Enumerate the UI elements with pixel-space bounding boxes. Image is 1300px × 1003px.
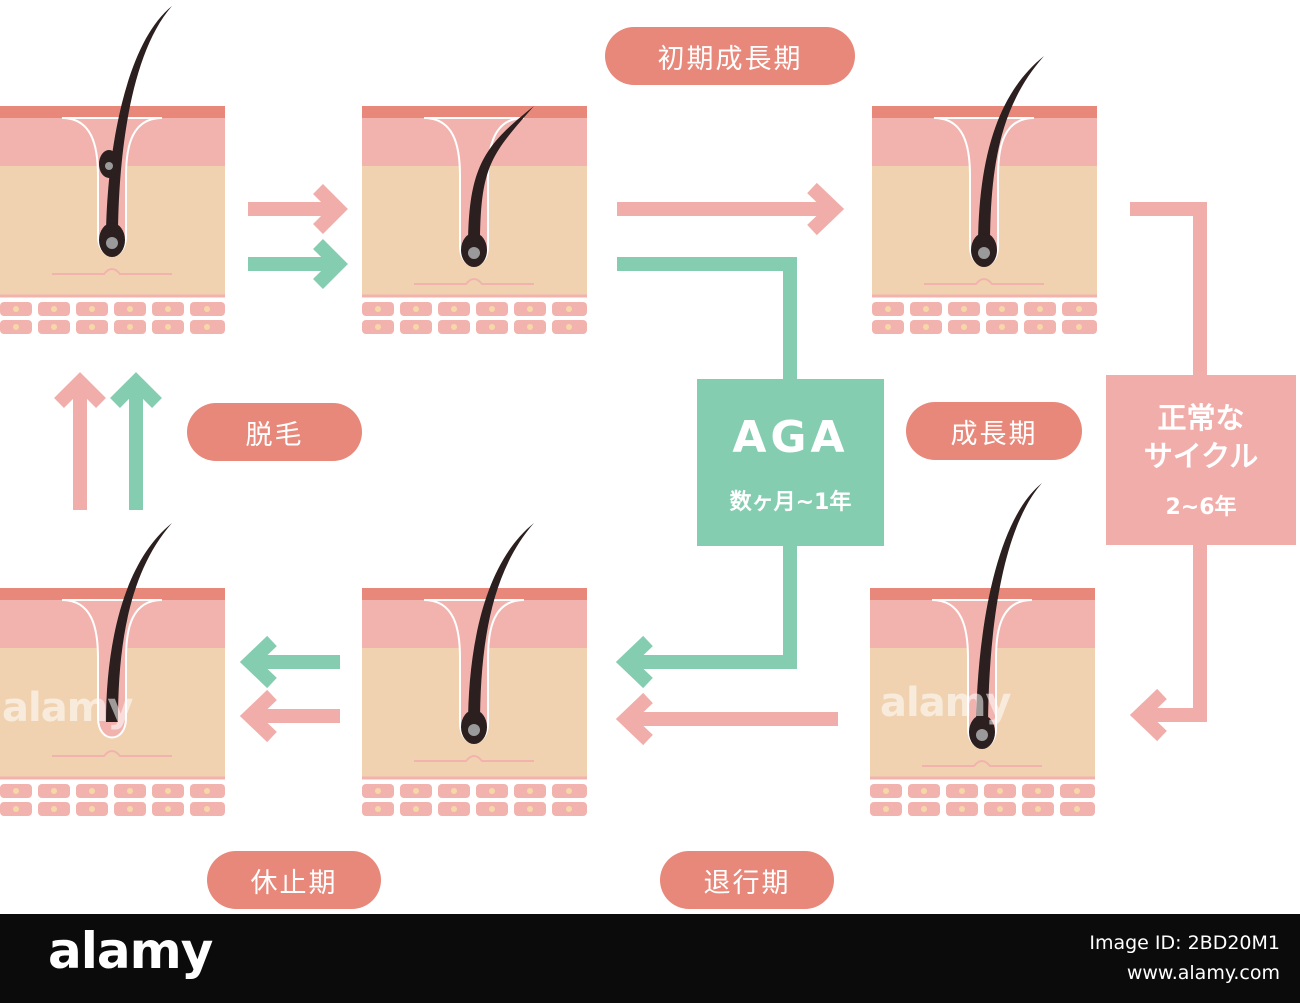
watermark-image-id: Image ID: 2BD20M1 (1089, 932, 1280, 954)
alamy-logo: alamy (48, 922, 213, 980)
watermark-overlay-left: alamy (2, 685, 133, 731)
normal-duration: 2~6年 (1165, 495, 1237, 520)
normal-title-line1: 正常な (1157, 401, 1245, 435)
panel-anagen (870, 56, 1099, 336)
arrow-left-aga (239, 635, 340, 689)
normal-cycle-box: 正常な サイクル 2~6年 (1106, 375, 1296, 545)
normal-cycle-path (1129, 202, 1207, 742)
hair-shaft (976, 483, 1042, 732)
hair-shaft (106, 6, 172, 240)
panel-telogen (0, 523, 227, 818)
hair-shaft (106, 523, 172, 722)
panel-early-anagen (360, 104, 589, 336)
panel-anagen-late (868, 483, 1097, 818)
label-early-anagen: 初期成長期 (605, 27, 855, 85)
watermark-meta: Image ID: 2BD20M1 www.alamy.com (1089, 928, 1280, 988)
diagram-canvas (0, 6, 1207, 818)
panel-shedding (0, 6, 227, 336)
arrow-right-normal (248, 184, 348, 234)
hair-shaft (978, 56, 1044, 250)
panel-catagen (360, 523, 589, 818)
watermark-footer: alamy Image ID: 2BD20M1 www.alamy.com (0, 914, 1300, 1003)
aga-cycle-path (615, 257, 797, 689)
arrow-up-normal (54, 372, 106, 510)
label-anagen: 成長期 (906, 402, 1082, 460)
arrow-up-aga (110, 372, 162, 510)
label-telogen: 休止期 (207, 851, 381, 909)
label-shedding: 脱毛 (187, 403, 362, 461)
watermark-site: www.alamy.com (1126, 962, 1280, 984)
arrow-left-normal (239, 689, 340, 743)
aga-title: AGA (732, 411, 849, 463)
aga-box: AGA 数ヶ月~1年 (697, 379, 884, 546)
arrow-to-catagen (615, 692, 838, 746)
arrow-right-aga (248, 239, 348, 289)
aga-duration: 数ヶ月~1年 (729, 489, 852, 515)
normal-title-line2: サイクル (1143, 439, 1259, 473)
watermark-overlay-right: alamy (880, 680, 1011, 726)
arrow-to-anagen (617, 182, 845, 236)
label-catagen: 退行期 (660, 851, 834, 909)
hair-shaft (468, 523, 534, 727)
